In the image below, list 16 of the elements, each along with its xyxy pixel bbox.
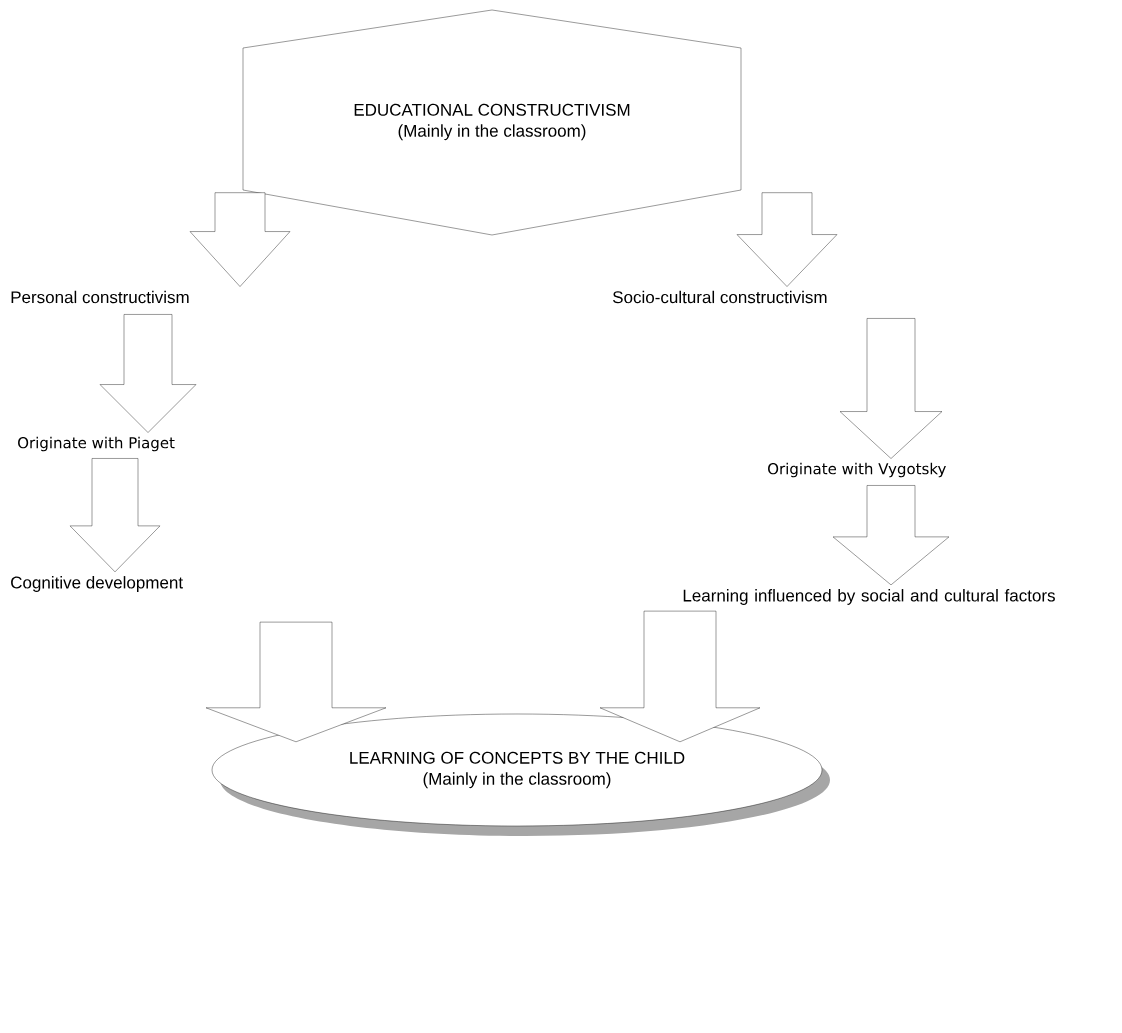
block-arrow [832,485,950,586]
text-label: Socio-cultural constructivism [613,290,827,304]
text-label: Cognitive development [11,576,183,592]
ellipse-box: LEARNING OF CONCEPTS BY THE CHILD (Mainly in the classroom) [211,713,830,836]
text-label: Personal constructivism [11,290,189,304]
block-arrow [839,318,943,459]
hexagon-box: EDUCATIONAL CONSTRUCTIVISM (Mainly in the classroom) [242,9,742,236]
text-label: Originate with Piaget [18,436,175,452]
block-arrow [205,621,387,742]
block-arrow [99,314,197,433]
block-arrow [736,192,838,287]
block-arrow [189,192,291,287]
text-label: Learning influenced by social and cultural factors [683,589,1055,605]
block-arrow [69,458,161,573]
block-arrow [599,610,761,742]
text-label: Originate with Vygotsky [768,462,946,478]
